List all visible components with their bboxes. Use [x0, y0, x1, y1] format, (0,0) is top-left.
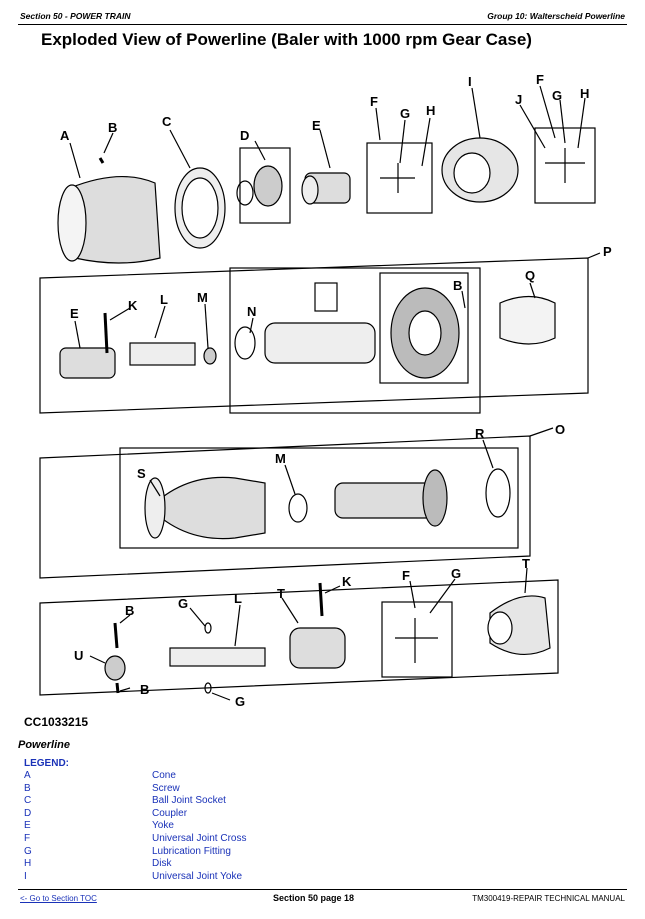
legend-value: Universal Joint Yoke [152, 870, 243, 882]
legend-key: C [24, 795, 32, 807]
callout-N: N [247, 304, 256, 319]
callout-L2: L [234, 591, 242, 606]
legend-key: D [24, 807, 32, 819]
legend-value: Universal Joint Cross [152, 832, 247, 844]
callout-T2: T [522, 556, 530, 571]
legend-row: G Lubrication Fitting [24, 846, 424, 859]
callout-B4: B [140, 682, 149, 697]
callout-Q: Q [525, 268, 535, 283]
callout-D: D [240, 128, 249, 143]
page-title: Exploded View of Powerline (Baler with 1… [41, 30, 532, 49]
section-label: Section 50 - POWER TRAIN [20, 11, 131, 21]
callout-S: S [137, 466, 146, 481]
callout-F3: F [402, 568, 410, 583]
callout-E3: E [70, 306, 79, 321]
callout-F2: F [536, 72, 544, 87]
legend-value: Yoke [152, 820, 174, 832]
callout-H2: H [580, 86, 589, 101]
callout-G2: G [552, 88, 562, 103]
legend-value: Coupler [152, 807, 188, 819]
legend-row: E Yoke [24, 820, 424, 833]
legend-value: Screw [152, 782, 180, 794]
page-number: Section 50 page 18 [273, 893, 355, 903]
callout-E: E [312, 118, 321, 133]
callout-B2: B [453, 278, 462, 293]
legend-key: A [24, 770, 31, 781]
callout-B: B [108, 120, 117, 135]
row2-parts [39, 252, 601, 414]
callout-K2: K [342, 574, 352, 589]
legend-key: I [24, 870, 27, 882]
legend-row: D Coupler [24, 808, 424, 821]
callout-U: U [74, 648, 83, 663]
legend-row: H Disk [24, 858, 424, 871]
callout-P: P [603, 244, 612, 259]
callout-H: H [426, 103, 435, 118]
legend-value: Ball Joint Socket [152, 795, 226, 807]
legend-row: I Universal Joint Yoke [24, 871, 424, 884]
legend-key: E [24, 820, 31, 832]
page-header: Section 50 - POWER TRAIN Group 10: Walte… [18, 8, 627, 25]
legend-key: F [24, 832, 31, 844]
legend-row: B Screw [24, 783, 424, 796]
row1-parts [57, 85, 596, 264]
callout-M2: M [275, 451, 286, 466]
callout-L: L [160, 292, 168, 307]
callout-A: A [60, 128, 70, 143]
callout-G5: G [235, 694, 245, 708]
legend-value: Disk [152, 858, 172, 870]
callout-G4: G [178, 596, 188, 611]
legend-value: Cone [152, 770, 176, 781]
legend-key: B [24, 782, 31, 794]
manual-id: TM300419-REPAIR TECHNICAL MANUAL [472, 894, 625, 903]
figure-id: CC1033215 [24, 715, 89, 729]
legend-key: H [24, 858, 32, 870]
page-footer: <- Go to Section TOC Section 50 page 18 … [18, 889, 627, 910]
legend-row: A Cone [24, 770, 424, 783]
callout-C: C [162, 114, 172, 129]
exploded-view-figure: A B C D E F G H I J F G H P E K L M N B … [39, 72, 612, 708]
group-label: Group 10: Walterscheid Powerline [487, 11, 625, 21]
legend-value: Lubrication Fitting [152, 845, 231, 857]
callout-G: G [400, 106, 410, 121]
callout-G3: G [451, 566, 461, 581]
legend-row: C Ball Joint Socket [24, 795, 424, 808]
row4-parts [39, 567, 559, 701]
legend-title: LEGEND: [24, 758, 69, 769]
callout-K: K [128, 298, 138, 313]
figure-caption: Powerline [18, 739, 70, 751]
callout-B3: B [125, 603, 134, 618]
legend-list: A Cone B Screw C Ball Joint Socket D Coupler… [24, 770, 424, 883]
callout-R: R [475, 426, 485, 441]
legend-row: F Universal Joint Cross [24, 833, 424, 846]
row3-parts [39, 427, 554, 579]
callout-I: I [468, 74, 472, 89]
callout-O: O [555, 422, 565, 437]
legend-key: G [24, 845, 32, 857]
callout-T: T [277, 586, 285, 601]
callout-F: F [370, 94, 378, 109]
toc-link[interactable]: <- Go to Section TOC [20, 894, 97, 903]
callout-J: J [515, 92, 522, 107]
callout-M: M [197, 290, 208, 305]
